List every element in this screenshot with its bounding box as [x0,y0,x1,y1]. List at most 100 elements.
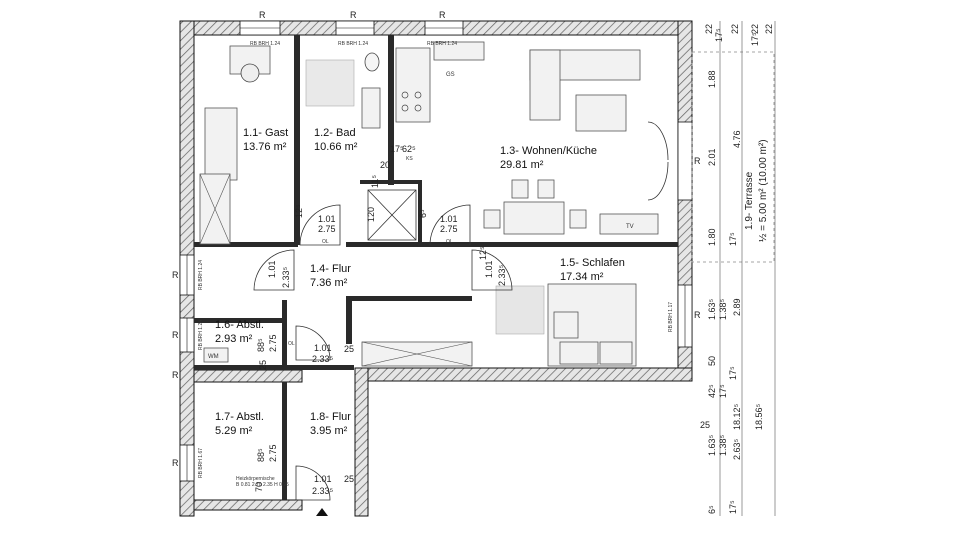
rdim-top-c: 22 [730,24,740,34]
rdim-v3: 4.76 [732,130,742,148]
ol-label-3: OL [288,341,295,347]
window-mark-1: R [259,10,266,20]
window-mark-7: R [694,156,701,166]
room-name-gast: 1.1- Gast [243,127,288,139]
sill-label-7: RB BRH 1.67 [198,448,204,478]
window-mark-5: R [172,330,179,340]
door6-height: 2.33⁵ [312,486,334,496]
door5-height: 2.33⁵ [312,354,334,364]
dim-120: 120 [366,207,376,222]
gs-label: GS [446,72,455,78]
rdim-top-e: 17⁵ [750,32,760,46]
ol-label-2: OL [446,239,453,245]
heat-note-2: B 0.81 2.70 2.35 H 0.95 [236,482,289,488]
ks-label: KS [406,156,413,162]
room-name-flur1: 1.4- Flur [310,263,351,275]
room-name-abstl1: 1.6- Abstl. [215,319,264,331]
window-mark-9: R [172,370,179,380]
shaft-dimensions: 17⁵ 62⁵ 20 11⁵ 120 12⁵ 6⁵ 12⁵ 70 KS OL O… [254,144,488,492]
rdim-v13: 18.12⁵ [732,403,742,430]
room-name-schlafen: 1.5- Schlafen [560,257,625,269]
room-labels: 1.1- Gast 13.76 m² 1.2- Bad 10.66 m² 1.3… [215,127,625,437]
door-dimensions: 1.01 2.75 1.01 2.75 1.01 2.33⁵ 1.01 2.33… [256,214,507,496]
door8-width: 88⁵ [256,338,266,352]
rdim-top-f: 22 [764,24,774,34]
rdim-v18: 6⁵ [707,505,717,514]
dim-62-5: 62⁵ [402,144,416,154]
rdim-v14: 18.56⁵ [754,403,764,430]
room-name-abstl2: 1.7- Abstl. [215,411,264,423]
dim-25a: 25 [344,344,354,354]
window-mark-8: R [694,310,701,320]
ol-label-1: OL [322,239,329,245]
room-area-flur1: 7.36 m² [310,277,348,289]
door6-width: 1.01 [314,474,332,484]
rdim-v16: 1.38⁵ [718,434,728,456]
room-area-gast: 13.76 m² [243,141,287,153]
terrace-area: ½ = 5.00 m² (10.00 m²) [758,139,769,242]
room-area-bad: 10.66 m² [314,141,358,153]
dim-12-5b: 12⁵ [478,246,488,260]
sill-label-6: RB BRH 1.17 [668,302,674,332]
door3-height: 2.33⁵ [281,266,291,288]
terrace: 1.9- Terrasse ½ = 5.00 m² (10.00 m²) [691,51,775,263]
rdim-v20: 25 [700,420,710,430]
sill-label-4: RB BRH 1.24 [198,260,204,290]
window-mark-3: R [439,10,446,20]
door2-height: 2.75 [440,224,458,234]
window-marks: R R R R R R R R R [172,10,701,468]
door9-width: 88⁵ [256,448,266,462]
sill-label-1: RB BRH 1.24 [250,41,280,47]
door2-width: 1.01 [440,214,458,224]
dim-6-5: 6⁵ [418,209,428,218]
room-area-schlafen: 17.34 m² [560,271,604,283]
terrace-name: 1.9- Terrasse [744,171,755,230]
door4-height: 2.33⁵ [497,264,507,286]
room-area-abstl1: 2.93 m² [215,333,253,345]
dim-25b: 25 [344,474,354,484]
right-dimension-chain: 22 17⁵ 22 22 17⁵ 22 1.88 2.01 4.76 1.80 … [700,21,776,516]
door9-height: 2.75 [268,444,278,462]
sill-label-2: RB BRH 1.24 [338,41,368,47]
room-name-bad: 1.2- Bad [314,127,356,139]
door-swings [253,121,669,501]
dim-20: 20 [380,160,390,170]
door1-width: 1.01 [318,214,336,224]
door3-width: 1.01 [267,260,277,278]
dim-11-5: 11⁵ [370,175,380,188]
door1-height: 2.75 [318,224,336,234]
rdim-v6: 1.63⁵ [707,298,717,320]
door4-width: 1.01 [484,260,494,278]
furniture: TV GS WM [199,41,659,367]
rdim-v4: 1.80 [707,228,717,246]
rdim-v7: 1.38⁵ [718,298,728,320]
tv-label: TV [626,224,634,230]
entry-arrow-icon [316,508,328,516]
dim-17-5: 17⁵ [390,144,404,154]
room-area-flur2: 3.95 m² [310,425,348,437]
rdim-v10: 17⁵ [728,366,738,380]
heat-note-1: Heizkörpernische [236,476,275,482]
rdim-v11: 42⁵ [707,384,717,398]
room-area-wohnen: 29.81 m² [500,159,544,171]
room-area-abstl2: 5.29 m² [215,425,253,437]
wm-label: WM [208,354,219,360]
rdim-v8: 2.89 [732,298,742,316]
interior-walls [194,35,678,500]
room-name-flur2: 1.8- Flur [310,411,351,423]
window-mark-2: R [350,10,357,20]
rdim-v9: 50 [707,356,717,366]
sill-labels: RB BRH 1.24 RB BRH 1.24 RB BRH 1.24 RB B… [198,41,674,488]
sill-label-3: RB BRH 1.24 [427,41,457,47]
door8-height: 2.75 [268,334,278,352]
window-mark-4: R [172,270,179,280]
dim-70: 70 [254,482,264,492]
sill-label-5: RB BRH 1.24 [198,320,204,350]
rdim-v17: 2.63⁵ [732,438,742,460]
rdim-v15: 1.63⁵ [707,434,717,456]
windows [179,20,693,482]
dim-25c: 25 [258,360,268,370]
rdim-v1: 1.88 [707,70,717,88]
door5-width: 1.01 [314,343,332,353]
